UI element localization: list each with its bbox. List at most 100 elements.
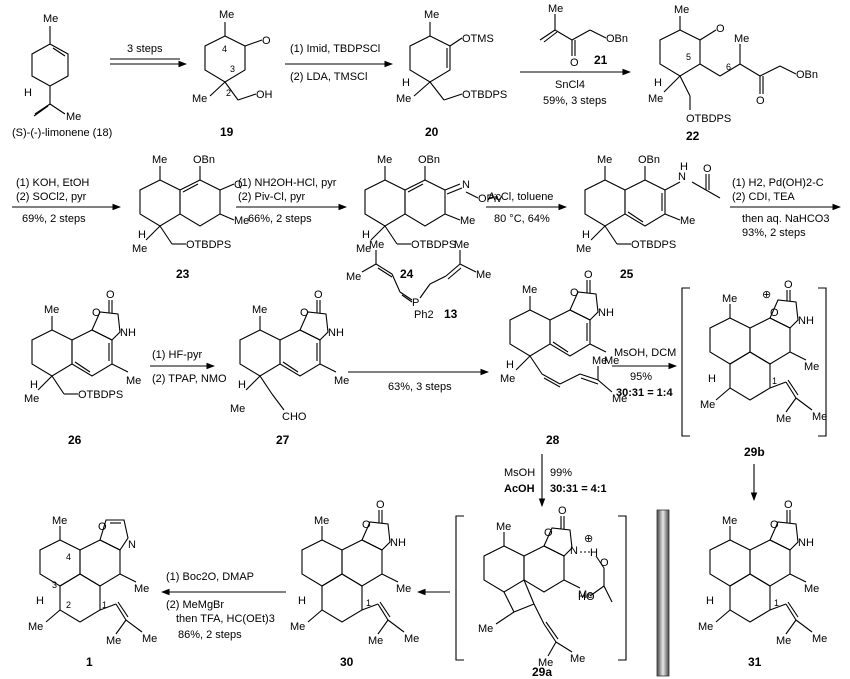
atom-me: Me bbox=[396, 583, 411, 595]
position-1: 1 bbox=[772, 376, 777, 386]
compound-18-structure: Me H Me bbox=[24, 13, 81, 123]
step-4-condition-c: 69%, 2 steps bbox=[22, 213, 86, 225]
step-12-condition-b: (2) MeMgBr bbox=[166, 599, 224, 611]
step-12-condition-a: (1) Boc2O, DMAP bbox=[166, 571, 254, 583]
step-7-condition-b: (2) CDI, TEA bbox=[732, 191, 795, 203]
atom-me: Me bbox=[252, 304, 267, 316]
step-11-condition-b: AcOH bbox=[504, 483, 535, 495]
atom-me: Me bbox=[44, 304, 59, 316]
compound-25-structure: Me OBn N H O Me H Me OTBDPS bbox=[576, 154, 721, 255]
atom-me: Me bbox=[106, 635, 121, 647]
position-2: 2 bbox=[226, 88, 231, 98]
compound-29b-label: 29b bbox=[744, 445, 765, 459]
atom-me: Me bbox=[604, 355, 619, 367]
atom-otbdps: OTBDPS bbox=[631, 239, 676, 251]
compound-29a-label: 29a bbox=[532, 665, 552, 679]
atom-plus: ⊕ bbox=[762, 289, 771, 301]
atom-me: Me bbox=[578, 589, 593, 601]
atom-me: Me bbox=[142, 633, 157, 645]
atom-o: O bbox=[98, 521, 107, 533]
atom-obn: OBn bbox=[796, 69, 818, 81]
atom-me: Me bbox=[132, 243, 147, 255]
compound-1-label: 1 bbox=[86, 655, 93, 669]
atom-otbdps: OTBDPS bbox=[78, 389, 123, 401]
atom-me: Me bbox=[597, 154, 612, 166]
atom-me: Me bbox=[674, 4, 689, 16]
atom-n: N bbox=[570, 545, 578, 557]
step-11-condition-c: 99% bbox=[550, 467, 572, 479]
position-3: 3 bbox=[52, 580, 57, 590]
atom-o: O bbox=[314, 289, 323, 301]
atom-me: Me bbox=[192, 93, 207, 105]
atom-me: Me bbox=[776, 635, 791, 647]
atom-h: H bbox=[582, 229, 590, 241]
atom-o: O bbox=[570, 287, 579, 299]
compound-22-label: 22 bbox=[686, 129, 700, 143]
position-1: 1 bbox=[102, 600, 107, 610]
atom-me: Me bbox=[722, 293, 737, 305]
divider-bar bbox=[656, 509, 670, 677]
atom-me: Me bbox=[230, 403, 245, 415]
atom-obn: OBn bbox=[193, 154, 215, 166]
compound-1-structure: Me O N Me H Me Me Me 4 3 2 1 bbox=[28, 515, 157, 647]
compound-31-label: 31 bbox=[748, 655, 762, 669]
compound-20-label: 20 bbox=[425, 125, 439, 139]
atom-o: O bbox=[784, 279, 793, 291]
step-8-condition-b: (2) TPAP, NMO bbox=[152, 373, 227, 385]
atom-me: Me bbox=[134, 583, 149, 595]
atom-me: Me bbox=[812, 411, 827, 423]
atom-me: Me bbox=[314, 515, 329, 527]
compound-13-label: 13 bbox=[444, 307, 458, 321]
compound-20-structure: Me OTMS OTBDPS Me H bbox=[396, 9, 507, 105]
atom-h: H bbox=[362, 229, 370, 241]
atom-me: Me bbox=[24, 393, 39, 405]
atom-nh: NH bbox=[798, 537, 814, 549]
atom-n: N bbox=[128, 539, 136, 551]
step-8-condition-a: (1) HF-pyr bbox=[152, 349, 202, 361]
compound-28-structure: Me O O NH Me H Me Me Me bbox=[500, 269, 627, 405]
compound-29b-structure: Me ⊕ O O NH Me H Me Me Me 1 bbox=[700, 279, 827, 425]
atom-me: Me bbox=[290, 621, 305, 633]
atom-me: Me bbox=[812, 633, 827, 645]
atom-nh: NH bbox=[390, 537, 406, 549]
atom-me: Me bbox=[234, 215, 249, 227]
atom-nh: NH bbox=[598, 307, 614, 319]
atom-oh: OH bbox=[256, 89, 273, 101]
atom-h: H bbox=[708, 373, 716, 385]
atom-me: Me bbox=[648, 93, 663, 105]
atom-o: O bbox=[106, 289, 115, 301]
atom-cho: CHO bbox=[282, 411, 307, 423]
atom-o: O bbox=[300, 307, 309, 319]
compound-21-label: 21 bbox=[594, 53, 608, 67]
step-3-condition-a: SnCl4 bbox=[555, 79, 585, 91]
atom-me: Me bbox=[356, 243, 371, 255]
atom-me: Me bbox=[570, 653, 585, 665]
atom-h: H bbox=[30, 379, 38, 391]
atom-me: Me bbox=[126, 375, 141, 387]
atom-me: Me bbox=[460, 215, 475, 227]
compound-19-structure: Me O OH Me 4 3 2 bbox=[192, 9, 273, 105]
atom-me: Me bbox=[592, 355, 607, 367]
atom-otms: OTMS bbox=[462, 33, 494, 45]
atom-nh: NH bbox=[798, 315, 814, 327]
atom-me: Me bbox=[377, 154, 392, 166]
step-2-condition-a: (1) Imid, TBDPSCl bbox=[290, 43, 380, 55]
position-2: 2 bbox=[66, 600, 71, 610]
atom-o: O bbox=[570, 57, 579, 69]
atom-me: Me bbox=[700, 399, 715, 411]
atom-me: Me bbox=[776, 413, 791, 425]
atom-h: H bbox=[402, 77, 410, 89]
atom-h: H bbox=[706, 595, 714, 607]
position-6: 6 bbox=[726, 62, 731, 72]
step-12-condition-d: 86%, 2 steps bbox=[178, 629, 242, 641]
atom-otbdps: OTBDPS bbox=[686, 113, 731, 125]
atom-me: Me bbox=[734, 33, 749, 45]
position-1: 1 bbox=[366, 598, 371, 608]
compound-13-structure: Me Me P Ph2 Me Me bbox=[346, 239, 491, 321]
compound-31-structure: Me O O NH Me H Me Me Me 1 bbox=[698, 499, 827, 647]
atom-nh: NH bbox=[120, 327, 136, 339]
atom-h: H bbox=[138, 229, 146, 241]
atom-h: H bbox=[238, 379, 246, 391]
atom-n: N bbox=[678, 171, 686, 183]
